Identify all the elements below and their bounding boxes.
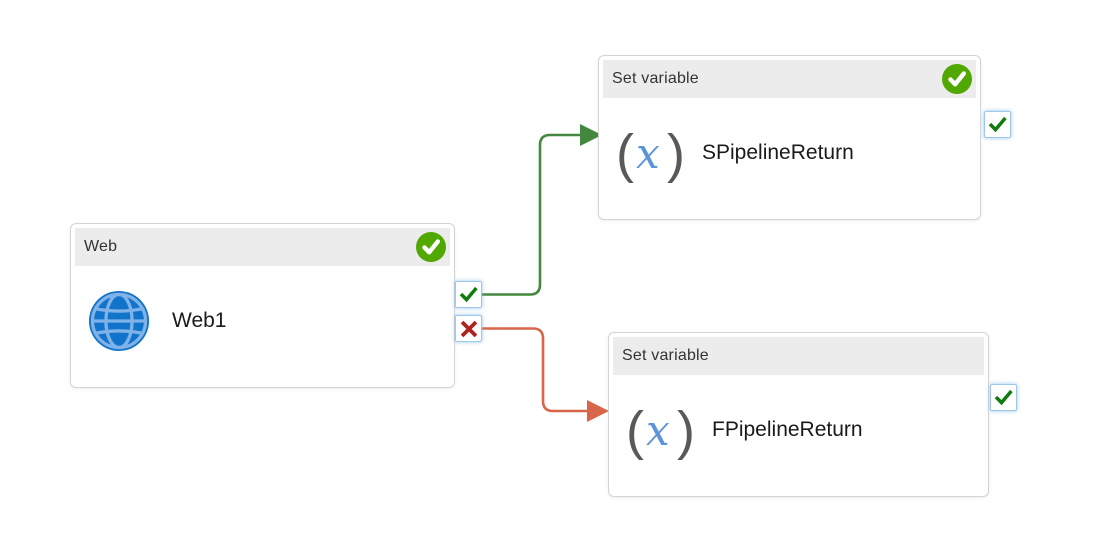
success-badge-icon: [416, 232, 446, 262]
success-connector-line: [482, 133, 580, 296]
set-variable-icon: ( x ): [616, 124, 685, 184]
activity-name-label: SPipelineReturn: [702, 140, 854, 164]
svg-text:): ): [667, 124, 685, 184]
activity-name-label: FPipelineReturn: [712, 417, 863, 441]
set-variable-icon: ( x ): [626, 401, 695, 461]
activity-node-web1[interactable]: Web Web1: [70, 223, 455, 388]
web1-success-port[interactable]: [455, 281, 482, 308]
activity-header: Web: [75, 228, 450, 266]
activity-name-label: Web1: [172, 308, 227, 332]
svg-text:x: x: [636, 129, 660, 178]
web-globe-icon: [88, 290, 150, 351]
activity-header: Set variable: [613, 337, 984, 375]
activity-type-label: Web: [84, 238, 118, 255]
activity-body: ( x ) FPipelineReturn: [613, 375, 984, 484]
svg-text:(: (: [626, 401, 644, 461]
success-badge-icon: [942, 64, 972, 94]
activity-type-label: Set variable: [612, 70, 699, 87]
failure-connector-arrowhead: [587, 400, 609, 422]
checkmark-icon: [994, 389, 1013, 406]
web1-failure-port[interactable]: [455, 315, 482, 342]
activity-body: ( x ) SPipelineReturn: [603, 98, 976, 207]
failure-connector-line: [482, 327, 587, 413]
cross-icon: [460, 320, 477, 337]
checkmark-icon: [988, 116, 1007, 133]
activity-header: Set variable: [603, 60, 976, 98]
svg-text:(: (: [616, 124, 634, 184]
svg-text:x: x: [646, 406, 670, 455]
svg-text:): ): [677, 401, 695, 461]
fpipelinereturn-success-port[interactable]: [990, 384, 1017, 411]
activity-type-label: Set variable: [622, 347, 709, 364]
checkmark-icon: [459, 286, 478, 303]
activity-node-spipelinereturn[interactable]: Set variable ( x ) SPipelineReturn: [598, 55, 981, 220]
activity-node-fpipelinereturn[interactable]: Set variable ( x ) FPipelineReturn: [608, 332, 989, 497]
activity-body: Web1: [75, 266, 450, 375]
spipelinereturn-success-port[interactable]: [984, 111, 1011, 138]
